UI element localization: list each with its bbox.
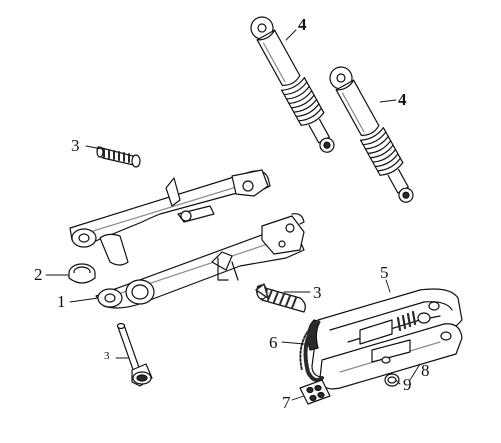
rubber-bushing-top [96, 146, 141, 168]
callout-bushing-top: 3 [71, 136, 80, 155]
callout-chain: 6 [269, 333, 278, 352]
callout-guard-cover: 8 [421, 361, 430, 380]
callout-bushing-mid: 3 [313, 283, 322, 302]
spring-coils [281, 77, 325, 126]
shock-absorber-left [250, 16, 335, 153]
rubber-bushing-mid [255, 283, 306, 313]
callout-chain-link: 7 [282, 393, 291, 412]
drive-chain [299, 320, 324, 382]
callout-long-bolt: 3 [104, 350, 110, 362]
swing-arm [69, 169, 305, 309]
chain-link-plate [299, 379, 331, 405]
shock-absorber-right [329, 66, 414, 203]
plug-pin [384, 373, 400, 387]
ring-collar [68, 263, 96, 284]
callout-ring: 2 [34, 265, 43, 284]
spring-coils [360, 127, 404, 176]
long-bolt [116, 322, 153, 387]
callout-swingarm: 1 [57, 292, 66, 311]
callout-chain-guard: 5 [380, 263, 389, 282]
callout-shock-right: 4 [398, 90, 407, 109]
leader-lines [45, 29, 421, 401]
callout-pin: 9 [403, 375, 412, 394]
chain-guard [307, 288, 463, 390]
callout-shock-left: 4 [298, 15, 307, 34]
